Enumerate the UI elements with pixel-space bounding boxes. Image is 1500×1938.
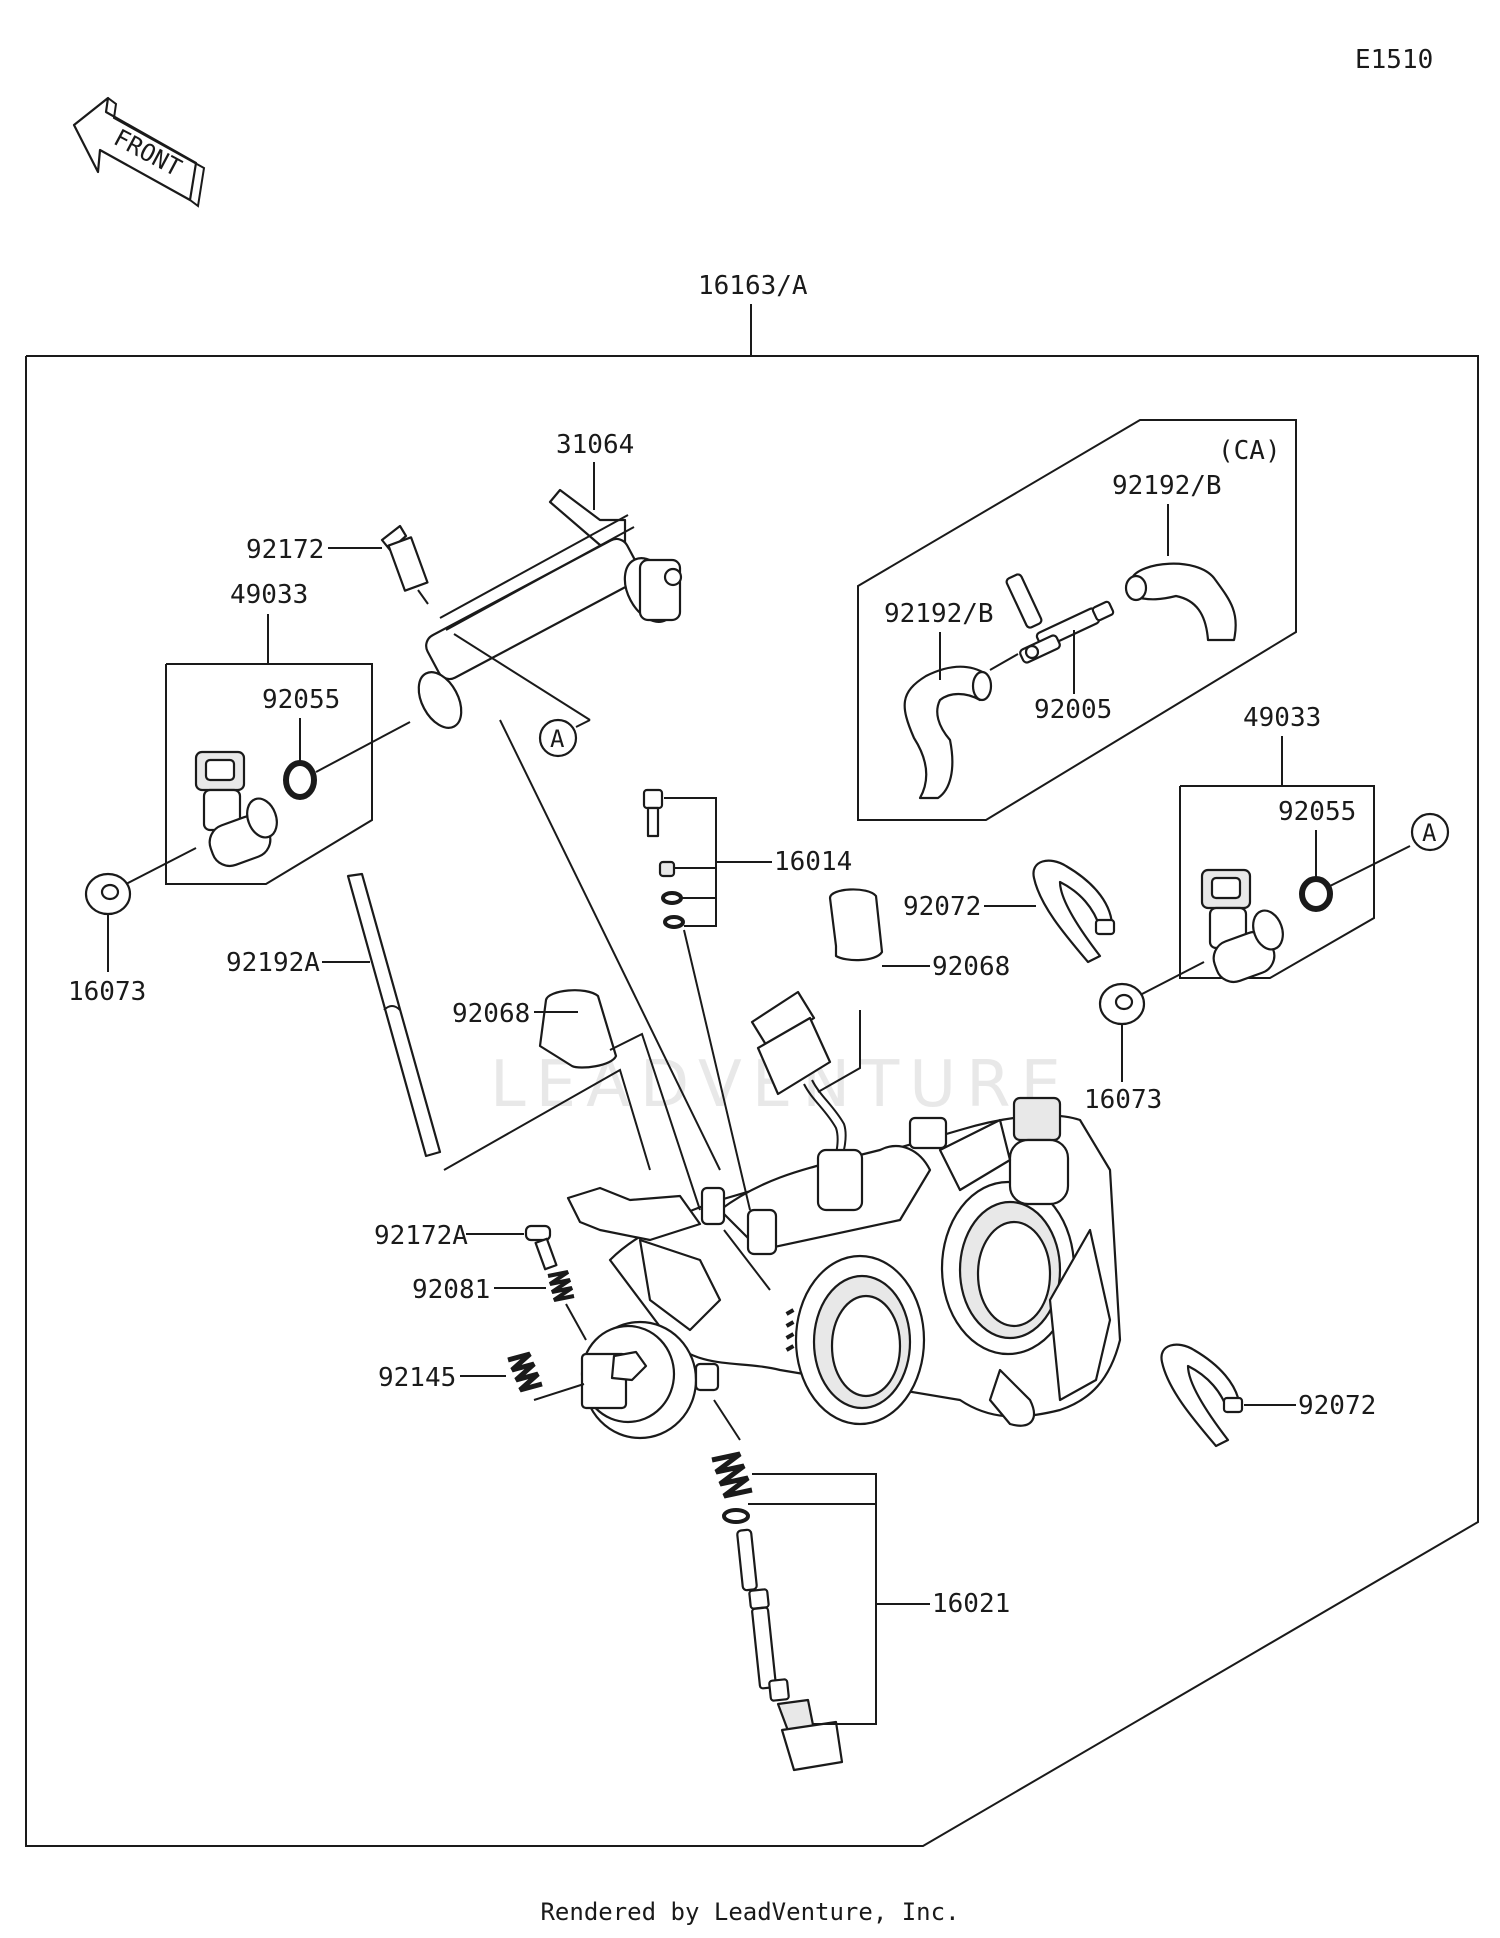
spring-92081 <box>547 1270 575 1302</box>
hose-92192b-top <box>1124 562 1237 642</box>
sensor-connector <box>750 990 847 1171</box>
washer-16073-right <box>1098 982 1146 1026</box>
part-92172: 92172 <box>246 535 324 565</box>
assembly-frame: 16163/A <box>25 271 1479 1847</box>
screw-set-16014 <box>642 788 717 929</box>
part-92068-left: 92068 <box>452 999 530 1029</box>
callout-a-left-letter: A <box>550 725 565 753</box>
part-92055-right: 92055 <box>1278 797 1356 827</box>
throttle-body <box>566 1096 1122 1440</box>
hose-92192b-left <box>903 665 993 800</box>
bolt-92172 <box>380 524 429 605</box>
part-92072-bottom: 92072 <box>1298 1391 1376 1421</box>
fuel-rail <box>417 488 683 729</box>
injector-left <box>194 750 278 868</box>
group-label: (CA) <box>1218 436 1281 466</box>
part-16021: 16021 <box>932 1589 1010 1619</box>
part-16073-right: 16073 <box>1084 1085 1162 1115</box>
spring-92145 <box>507 1351 543 1393</box>
part-49033-right: 49033 <box>1243 703 1321 733</box>
o-ring-92055-right <box>1299 876 1333 912</box>
injector-right <box>1200 868 1284 984</box>
part-92068-right: 92068 <box>932 952 1010 982</box>
part-92192b-left: 92192/B <box>884 599 994 629</box>
cap-92068-left <box>538 989 618 1069</box>
screw-assembly-16021 <box>711 1399 877 1772</box>
tee-fitting-92005 <box>1005 573 1115 664</box>
part-92192b-top: 92192/B <box>1112 471 1222 501</box>
hose-92192a <box>346 872 442 1158</box>
cap-92068-right <box>828 888 884 962</box>
ca-subframe: (CA) <box>857 419 1297 821</box>
cable-tie-92072-top <box>1032 859 1116 964</box>
part-92172a: 92172A <box>374 1221 468 1251</box>
front-arrow-icon: FRONT <box>72 96 206 208</box>
washer-16073-left <box>84 872 132 916</box>
cable-tie-92072-bottom <box>1160 1343 1244 1448</box>
part-31064: 31064 <box>556 430 634 460</box>
part-16073-left: 16073 <box>68 977 146 1007</box>
part-49033-left: 49033 <box>230 580 308 610</box>
callout-a-left: A <box>453 633 591 758</box>
part-92145: 92145 <box>378 1363 456 1393</box>
injector-subframe-left: 49033 <box>165 580 373 885</box>
callout-a-right: A <box>1410 812 1450 852</box>
diagram-code: E1510 <box>1355 45 1433 75</box>
injector-subframe-right: 49033 <box>1179 703 1375 979</box>
footer-credit: Rendered by LeadVenture, Inc. <box>540 1898 960 1926</box>
part-92005: 92005 <box>1034 695 1112 725</box>
part-92192a: 92192A <box>226 948 320 978</box>
part-92055-left: 92055 <box>262 685 340 715</box>
part-16014: 16014 <box>774 847 852 877</box>
part-92072-top: 92072 <box>903 892 981 922</box>
callout-a-right-letter: A <box>1422 819 1437 847</box>
bolt-92172a <box>524 1224 558 1271</box>
part-92081: 92081 <box>412 1275 490 1305</box>
assembly-label: 16163/A <box>698 271 808 301</box>
o-ring-92055-left <box>283 760 317 800</box>
